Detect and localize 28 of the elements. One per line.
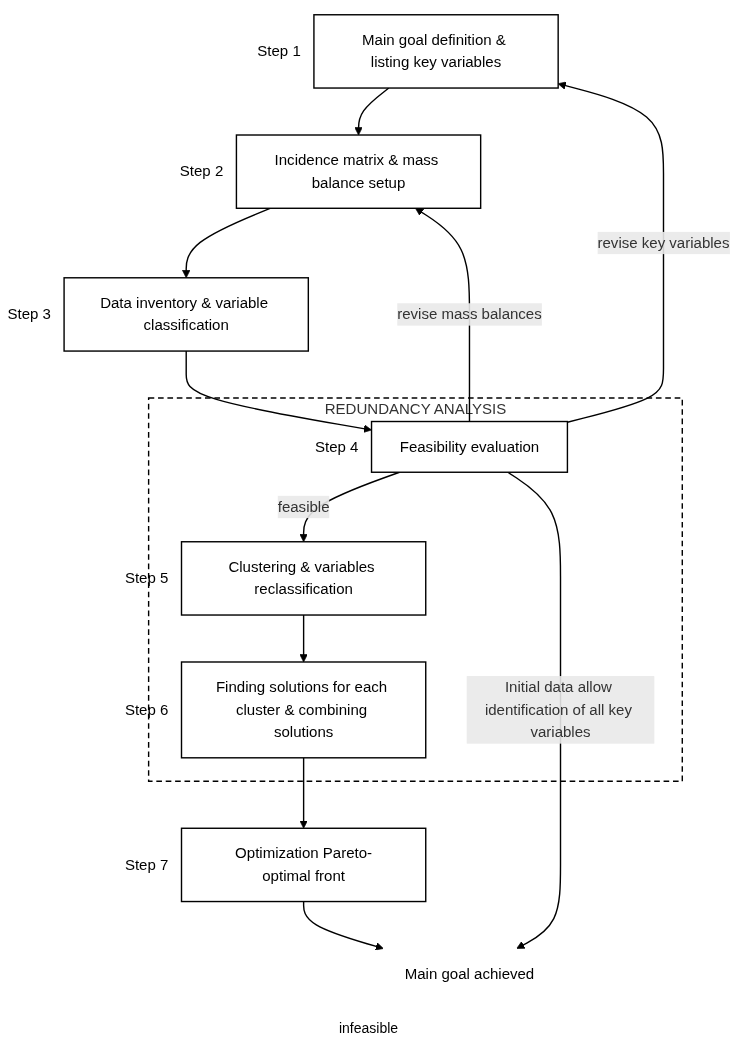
note-text: infeasible xyxy=(338,1020,399,1036)
edge-label: revise key variables xyxy=(597,234,730,251)
arrow xyxy=(354,87,390,136)
arrow xyxy=(185,350,372,433)
edge-label: revise mass balances xyxy=(397,305,542,322)
step-label: Step 3 xyxy=(7,305,51,323)
step-label: Step 5 xyxy=(124,569,169,587)
arrow xyxy=(299,614,308,663)
node-box: Main goal definition & listing key variables xyxy=(313,14,559,89)
step-label: Step 2 xyxy=(179,162,224,180)
edge-label: feasible xyxy=(277,498,330,515)
step-label: Step 1 xyxy=(257,42,301,60)
node-box: Feasibility evaluation xyxy=(370,420,569,473)
step-label: Step 4 xyxy=(314,437,359,455)
node-box: Data inventory & variable classification xyxy=(63,277,310,352)
arrow xyxy=(302,900,384,951)
arrow xyxy=(415,207,471,423)
node-text: Main goal achieved xyxy=(404,965,535,982)
node-box: Clustering & variables reclassification xyxy=(180,541,427,616)
step-label: Step 6 xyxy=(124,700,169,718)
step-label: Step 7 xyxy=(124,855,169,873)
arrow xyxy=(557,81,665,423)
node-box: Optimization Pareto-optimal front xyxy=(180,827,427,903)
node-box: Incidence matrix & mass balance setup xyxy=(235,134,482,209)
arrow xyxy=(182,207,271,279)
arrow xyxy=(299,757,308,829)
edge-label: Initial data allow identification of all key variables xyxy=(484,678,632,740)
node-box: Finding solutions for each cluster & combining solutions xyxy=(180,661,427,759)
